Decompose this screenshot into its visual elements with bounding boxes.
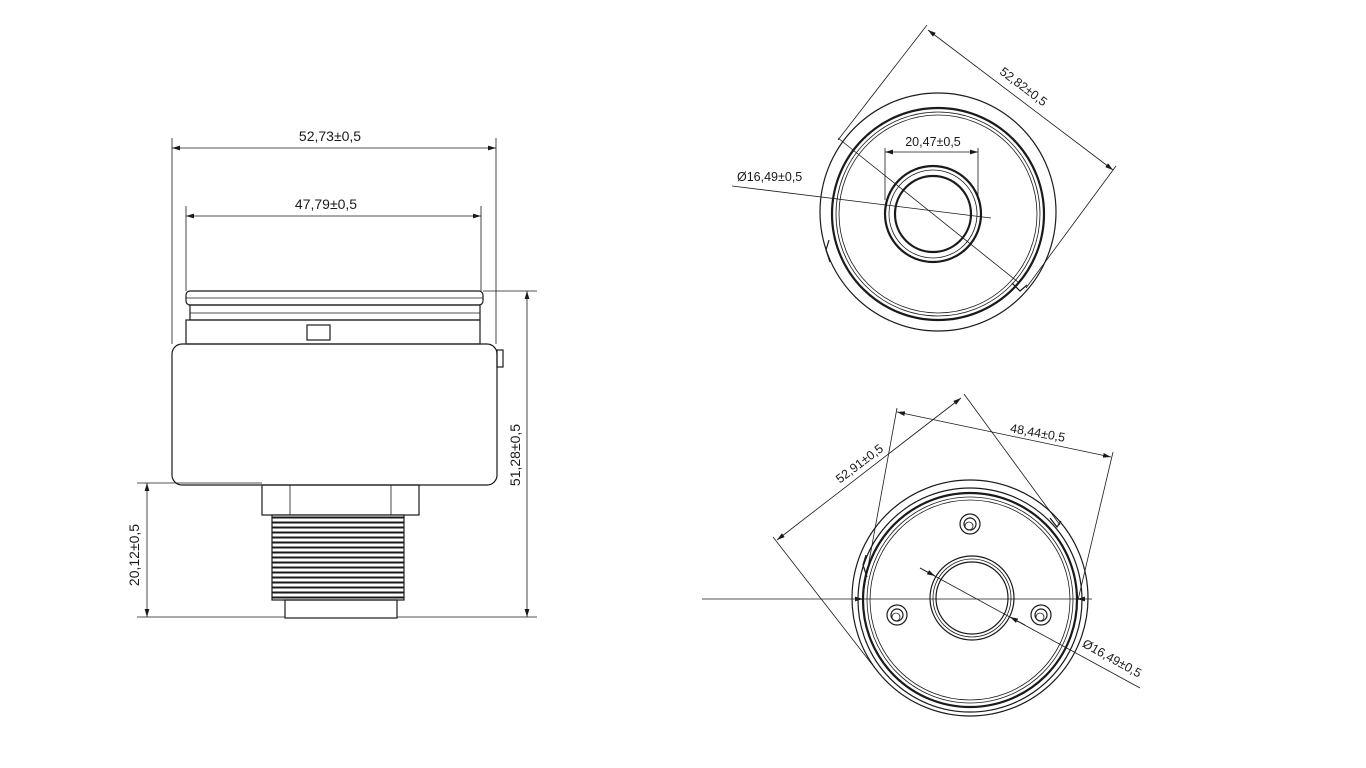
hub [929, 555, 1015, 641]
rim-notch [1049, 517, 1062, 529]
mounting-hole [886, 604, 908, 626]
dim-bore-diameter-bottom: Ø16,49±0,5 [1080, 637, 1144, 681]
rim-notch [1011, 282, 1028, 292]
center-line [837, 137, 1019, 283]
dim-thread-height: 20,12±0,5 [126, 524, 142, 586]
hub-ring [888, 169, 978, 259]
inner-ring [866, 496, 1074, 704]
bottom-view: 48,44±0,5 52,91±0,5 Ø16,49±0,5 [702, 393, 1144, 717]
side-tab [496, 349, 504, 368]
dimension-line-flange-width [896, 411, 1112, 458]
mounting-holes [886, 513, 1052, 626]
hub-ring [932, 558, 1012, 638]
mounting-hole-core [891, 612, 901, 622]
rim-notch [825, 239, 831, 263]
mounting-hole [1030, 604, 1052, 626]
dim-overall-height: 51,28±0,5 [507, 424, 523, 486]
thread [271, 514, 405, 601]
hex-nut [261, 484, 420, 516]
mounting-hole-core [1035, 612, 1045, 622]
extension-line [963, 393, 1061, 526]
dim-bore-diameter-top: Ø16,49±0,5 [737, 170, 802, 184]
arrow-mark [919, 567, 936, 577]
inner-ring [869, 499, 1071, 701]
rim-notch [862, 554, 868, 578]
side-view: 52,73±0,5 47,79±0,5 51,28±0,5 20,12±0,5 [126, 128, 537, 619]
leader-line-bore-diameter [919, 567, 1141, 689]
arrow-mark [1009, 616, 1026, 626]
inner-ring [857, 487, 1083, 713]
index-tab [306, 324, 331, 341]
extension-line [861, 407, 898, 601]
dimension-line-outer-diameter [927, 29, 1114, 171]
dim-outer-diameter-bottom: 52,91±0,5 [833, 441, 886, 486]
outer-rim [851, 479, 1089, 717]
top-view: 20,47±0,5 Ø16,49±0,5 52,82±0,5 [731, 24, 1117, 332]
bore [893, 174, 973, 254]
mounting-hole-core [964, 521, 974, 531]
dim-top-width: 47,79±0,5 [295, 196, 357, 212]
extension-line [772, 536, 879, 673]
dimension-line-outer-diameter [776, 397, 962, 541]
main-body [171, 343, 498, 486]
mounting-hole [959, 513, 981, 535]
extension-line [1077, 451, 1114, 601]
inner-ring [861, 491, 1079, 709]
bore [935, 561, 1009, 635]
neck [185, 319, 481, 345]
outer-rim [819, 92, 1057, 332]
top-ring [189, 304, 481, 321]
extension-line [837, 24, 928, 141]
dim-hub-width: 20,47±0,5 [905, 135, 961, 149]
leader-line-bore-diameter [731, 185, 992, 219]
dim-overall-width: 52,73±0,5 [299, 128, 361, 144]
thread-end [284, 599, 398, 619]
extension-line [1025, 165, 1117, 289]
